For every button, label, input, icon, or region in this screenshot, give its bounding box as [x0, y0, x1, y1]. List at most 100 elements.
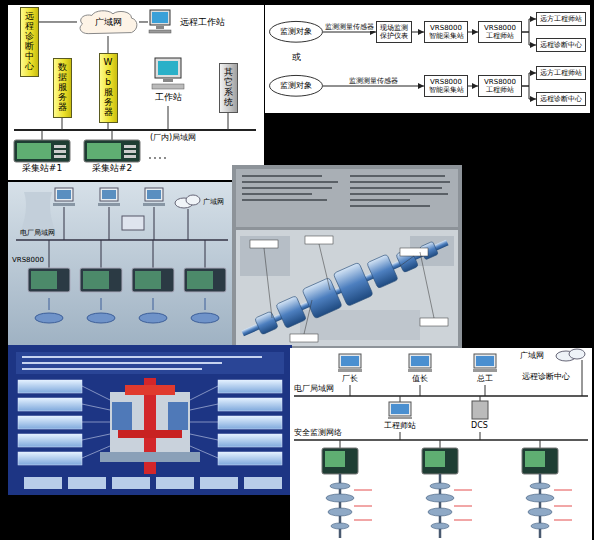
cloud-icon	[556, 349, 585, 361]
computer-icon	[53, 203, 75, 206]
callout-box	[400, 256, 414, 266]
computer-icon	[57, 190, 71, 199]
module-box	[218, 452, 282, 465]
sensor-symbol	[87, 313, 115, 323]
annotation-label: 电厂局域网	[20, 229, 55, 237]
monitor-icon	[28, 268, 70, 292]
node-text: 监测对象	[273, 81, 319, 91]
connector	[323, 32, 376, 33]
computer-icon	[152, 84, 184, 89]
connector	[468, 32, 478, 33]
plant-network-panel	[18, 192, 58, 238]
turbine-rotor	[354, 490, 372, 491]
ellipsis-dots	[154, 157, 156, 159]
machine-symbol	[118, 430, 182, 438]
annotation-label: 广域网	[520, 351, 544, 361]
computer-icon	[474, 354, 496, 368]
turbine-rotor	[530, 483, 550, 489]
server-tower: 其它系统	[219, 63, 238, 113]
plant-monitor-panel	[582, 360, 583, 396]
node-text: 数据服务器	[58, 63, 67, 112]
computer-icon	[388, 417, 412, 419]
turbine-rotor	[354, 520, 372, 521]
computer-icon	[102, 190, 116, 199]
callout-box	[290, 334, 318, 342]
network-panel	[42, 130, 43, 140]
computer-icon	[338, 354, 497, 372]
connector	[522, 32, 536, 45]
monitor-icon	[54, 150, 66, 153]
computer-icon	[408, 369, 432, 372]
monitor-icon	[14, 140, 70, 162]
annotation-label: (厂内)局域网	[150, 133, 196, 143]
plant-network-panel	[188, 209, 189, 240]
monitor-icon	[28, 268, 226, 292]
machine-symbol	[100, 452, 200, 462]
callout-box	[319, 244, 330, 290]
turbine-shaft	[302, 277, 342, 318]
ellipsis-dots	[164, 157, 166, 159]
monitor-icon	[84, 140, 140, 162]
computer-icon	[53, 188, 165, 206]
module-box	[156, 477, 194, 489]
shaft-panel	[236, 230, 458, 346]
computer-icon	[55, 188, 73, 201]
monitor-icon	[83, 271, 109, 289]
monitor-icon	[522, 448, 558, 474]
plant-monitor-panel	[485, 385, 486, 396]
monitor-icon	[80, 268, 122, 292]
server-tower: Web服务器	[99, 53, 118, 122]
server-tower: 远程诊断中心	[20, 7, 39, 76]
plant-network-panel	[64, 207, 65, 240]
annotation-label: DCS	[471, 421, 488, 431]
node-text: 广域网	[83, 17, 133, 28]
leader-line	[190, 434, 218, 440]
plant-monitor-panel	[350, 385, 351, 396]
module-box	[24, 477, 62, 489]
edge-label: 监测测量传感器	[324, 23, 375, 31]
connector	[468, 86, 478, 87]
plant-monitor-panel	[290, 348, 592, 540]
computer-icon	[339, 354, 361, 368]
node-text: VRS8000智能采集站	[427, 24, 465, 41]
text-placeholder	[242, 193, 312, 195]
module-box	[218, 398, 282, 411]
process-box: VRS8000智能采集站	[424, 75, 468, 98]
plant-monitor-panel	[540, 440, 541, 448]
sensor-symbol	[49, 298, 50, 310]
module-box	[112, 477, 150, 489]
computer-icon	[150, 10, 170, 25]
sensor-symbol	[139, 313, 167, 323]
monitor-icon	[124, 145, 136, 148]
machine-panel	[16, 352, 284, 374]
plant-monitor-panel	[420, 385, 421, 396]
monitor-icon	[187, 271, 213, 289]
text-placeholder	[22, 368, 202, 370]
plant-monitor-panel	[340, 440, 341, 448]
computer-icon	[143, 203, 165, 206]
module-box	[200, 477, 238, 489]
turbine-rotor	[428, 508, 452, 516]
monitor-icon	[322, 448, 558, 474]
text-placeholder	[350, 205, 430, 207]
annotation-label: 电厂局域网	[294, 384, 334, 394]
turbine-rotor	[554, 490, 572, 491]
oval-outline	[270, 76, 323, 97]
module-box	[218, 434, 282, 447]
computer-icon	[155, 58, 181, 78]
connector	[522, 86, 536, 99]
node-text: Web服务器	[104, 58, 113, 117]
edge-label: 监测测量传感器	[348, 77, 399, 85]
node-text: 其它系统	[224, 68, 233, 108]
process-box: 现场监测保护仪表	[376, 21, 412, 44]
turbine-rotor	[426, 494, 454, 502]
turbine-shaft	[235, 226, 454, 350]
sensor-symbol	[35, 298, 219, 323]
server-tower: 数据服务器	[53, 58, 72, 117]
turbine-shaft	[255, 311, 279, 335]
text-placeholder	[242, 199, 327, 201]
monitor-icon	[325, 451, 345, 467]
callout-box	[420, 252, 434, 318]
machine-panel	[8, 345, 292, 495]
